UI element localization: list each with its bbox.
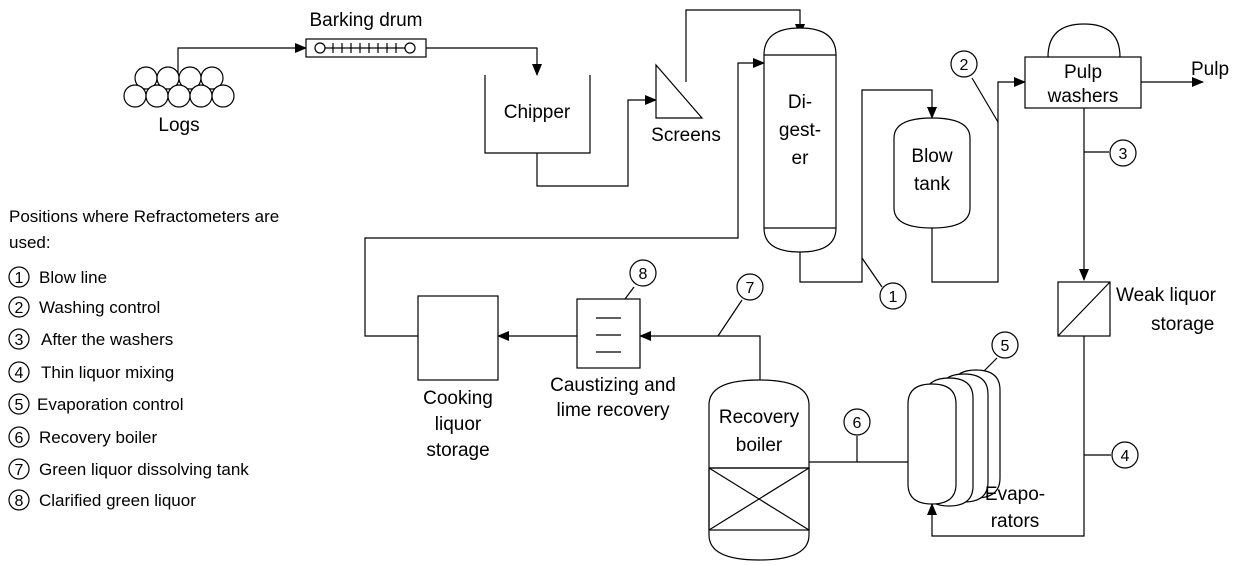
svg-text:5: 5 (1001, 338, 1010, 355)
barking-drum (305, 38, 427, 58)
cooking-liquor-label-3: storage (426, 440, 489, 461)
svg-text:2: 2 (960, 57, 969, 74)
digester-label-1: Di- (788, 92, 812, 113)
svg-text:6: 6 (853, 415, 862, 432)
evaporators (907, 369, 1001, 507)
flow-weakliquor-to-evaporators (927, 336, 1085, 537)
legend-item: 7 Green liquor dissolving tank (8, 458, 249, 480)
legend-item: 4 Thin liquor mixing (8, 361, 174, 383)
barking-drum-label: Barking drum (310, 10, 423, 31)
svg-text:Evaporation control: Evaporation control (37, 395, 183, 414)
marker-2: 2 (950, 50, 978, 78)
flow-digester-to-blowtank (799, 89, 937, 283)
legend-item: 6 Recovery boiler (8, 426, 157, 448)
legend: Positions where Refractometers are used:… (8, 207, 279, 511)
chipper-label: Chipper (504, 102, 571, 123)
marker-1: 1 (879, 282, 907, 310)
svg-text:2: 2 (15, 300, 24, 317)
legend-item: 5 Evaporation control (8, 393, 183, 415)
pulp-washers-label-2: washers (1047, 86, 1119, 107)
flow-boiler-to-caustizing (639, 331, 761, 382)
svg-text:5: 5 (15, 397, 24, 414)
recovery-boiler-label-2: boiler (736, 435, 783, 456)
marker-3: 3 (1109, 139, 1137, 167)
legend-item: 3 After the washers (8, 328, 173, 350)
cooking-liquor-label-1: Cooking (423, 388, 493, 409)
svg-text:Thin liquor mixing: Thin liquor mixing (41, 363, 174, 382)
chipper (484, 75, 591, 154)
svg-text:Washing control: Washing control (39, 298, 160, 317)
caustizing-label-1: Caustizing and (550, 375, 676, 396)
svg-text:Blow line: Blow line (39, 268, 107, 287)
pulp-label: Pulp (1191, 59, 1229, 80)
screens (655, 63, 704, 119)
legend-item: 1 Blow line (8, 266, 107, 288)
svg-text:8: 8 (639, 266, 648, 283)
digester-label-2: gest- (779, 120, 821, 141)
screens-label: Screens (651, 125, 721, 146)
svg-text:Clarified green liquor: Clarified green liquor (39, 491, 196, 510)
blow-tank (893, 117, 971, 229)
recovery-boiler-label-1: Recovery (719, 407, 800, 428)
flow-chipper-to-screens (536, 95, 657, 187)
marker-8: 8 (629, 259, 657, 287)
svg-text:Recovery boiler: Recovery boiler (39, 428, 157, 447)
logs-label: Logs (158, 115, 199, 136)
recovery-boiler (708, 379, 810, 561)
evaporators-label-1: Evapo- (985, 484, 1045, 505)
svg-text:4: 4 (15, 365, 24, 382)
svg-text:8: 8 (15, 493, 24, 510)
evaporators-label-2: rators (991, 511, 1040, 532)
cooking-liquor-storage (417, 295, 499, 381)
weak-liquor-label-2: storage (1151, 314, 1214, 335)
marker-4: 4 (1111, 441, 1139, 469)
svg-text:1: 1 (15, 270, 24, 287)
svg-text:After the washers: After the washers (41, 330, 173, 349)
flow-drum-to-chipper (426, 47, 542, 76)
caustizing-label-2: lime recovery (557, 400, 670, 421)
marker-6: 6 (843, 408, 871, 436)
caustizing-unit (576, 298, 641, 369)
svg-text:7: 7 (746, 280, 755, 297)
legend-item: 8 Clarified green liquor (8, 489, 196, 511)
svg-text:Green liquor dissolving tank: Green liquor dissolving tank (39, 460, 249, 479)
logs-icon (123, 66, 235, 108)
marker-5: 5 (991, 331, 1019, 359)
legend-title-2: used: (9, 233, 51, 252)
pulp-washers (1024, 56, 1142, 109)
blow-tank-label-2: tank (914, 174, 950, 195)
flow-blowtank-to-washers (931, 77, 1026, 283)
weak-liquor-storage (1057, 281, 1111, 337)
marker-7: 7 (736, 273, 764, 301)
digester-label-3: er (792, 148, 810, 169)
legend-item: 2 Washing control (8, 296, 160, 318)
pulp-washers-label-1: Pulp (1064, 62, 1102, 83)
flow-cookingliquor-to-digester (364, 58, 765, 337)
flow-logs-to-drum (177, 43, 307, 78)
svg-text:6: 6 (15, 430, 24, 447)
svg-text:1: 1 (889, 289, 898, 306)
legend-title-1: Positions where Refractometers are (9, 207, 279, 226)
blow-tank-label-1: Blow (911, 146, 952, 167)
pulp-washers-dome (1047, 23, 1121, 58)
flow-screens-to-digester (685, 9, 805, 82)
svg-text:3: 3 (15, 332, 24, 349)
svg-text:4: 4 (1121, 448, 1130, 465)
cooking-liquor-label-2: liquor (435, 414, 482, 435)
weak-liquor-label-1: Weak liquor (1116, 285, 1217, 306)
svg-text:7: 7 (15, 462, 24, 479)
svg-text:3: 3 (1119, 146, 1128, 163)
